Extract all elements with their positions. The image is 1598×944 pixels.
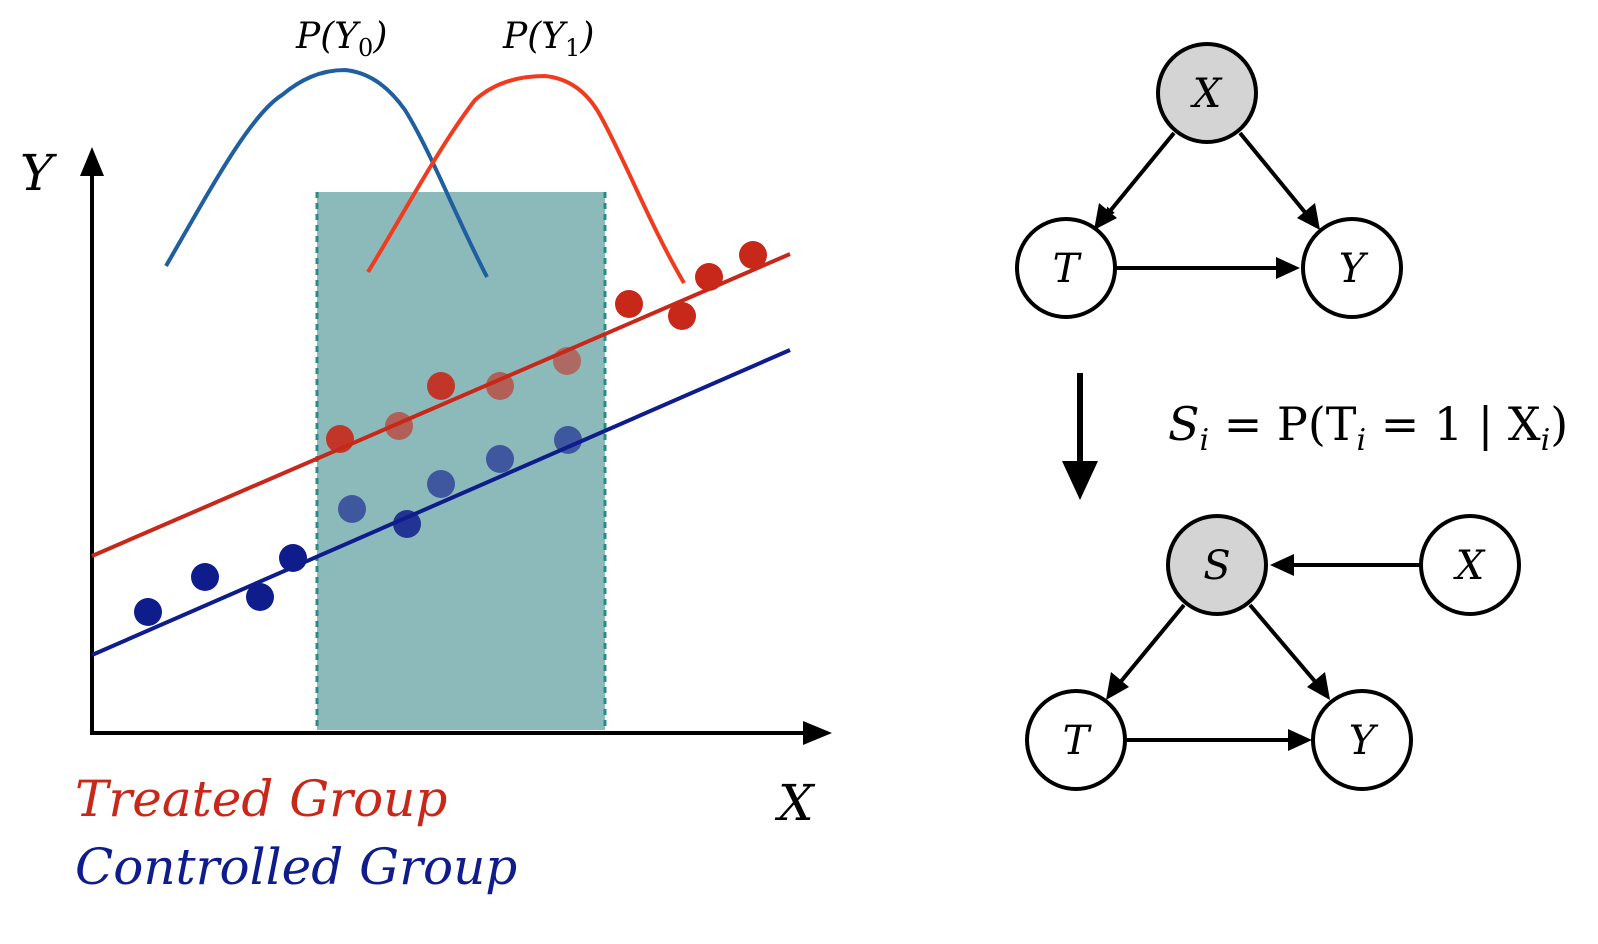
node-t-top — [1015, 217, 1117, 319]
treated-point — [486, 372, 514, 400]
controlled-point — [427, 470, 455, 498]
edge-x-to-y — [1238, 131, 1310, 218]
node-x-bottom-label: X — [1453, 543, 1486, 589]
y-axis-arrowhead — [80, 147, 104, 176]
causal-diagram-bottom: S X T Y — [1025, 514, 1521, 791]
controlled-point — [279, 544, 307, 572]
controlled-regression-line — [91, 348, 791, 657]
node-x-bottom — [1419, 514, 1521, 616]
treated-point — [385, 412, 413, 440]
treated-point — [695, 263, 723, 291]
edge-x-to-t — [1104, 131, 1176, 218]
node-t-bottom — [1025, 689, 1127, 791]
node-y-top-label: Y — [1339, 246, 1369, 292]
node-t-bottom-label: T — [1063, 718, 1093, 764]
treated-points — [326, 241, 767, 453]
legend-treated: Treated Group — [75, 770, 448, 828]
node-x-top — [1156, 42, 1258, 144]
controlled-point — [246, 583, 274, 611]
treated-point — [553, 347, 581, 375]
node-x-top-label: X — [1190, 71, 1223, 117]
node-t-top-label: T — [1053, 246, 1083, 292]
controlled-point — [554, 426, 582, 454]
controlled-point — [486, 445, 514, 473]
x-axis-arrowhead — [803, 721, 832, 745]
treated-point — [739, 241, 767, 269]
distribution-y1-curve — [366, 73, 686, 285]
arrowhead-t-to-y — [1276, 257, 1300, 279]
treated-point — [668, 302, 696, 330]
node-s — [1166, 514, 1268, 616]
arrowhead-tb-to-yb — [1288, 729, 1312, 751]
distribution-y0-label: P(Y0) — [295, 16, 387, 62]
node-y-bottom — [1311, 689, 1413, 791]
distribution-y0-curve — [164, 67, 489, 278]
causal-diagram-top: X T Y — [1015, 42, 1403, 319]
transform-arrowhead — [1062, 461, 1098, 500]
arrowhead-x-to-y — [1297, 203, 1320, 230]
node-s-label: S — [1203, 543, 1230, 589]
edge-s-to-t — [1116, 603, 1186, 687]
controlled-point — [134, 598, 162, 626]
overlap-region — [317, 192, 605, 730]
propensity-score-formula: Si = P(Ti = 1 | Xi) — [1168, 397, 1568, 458]
controlled-point — [191, 563, 219, 591]
arrowhead-s-to-t — [1106, 672, 1129, 700]
legend-controlled: Controlled Group — [75, 838, 518, 896]
arrowhead-xb-to-s — [1270, 554, 1294, 576]
arrowhead-s-to-y — [1307, 672, 1330, 700]
x-axis-label: X — [774, 774, 816, 832]
edge-s-to-y — [1248, 603, 1320, 687]
treated-regression-line — [91, 252, 791, 558]
treated-point — [326, 425, 354, 453]
controlled-point — [393, 510, 421, 538]
controlled-points — [134, 426, 582, 626]
arrowhead-x-to-t — [1094, 203, 1117, 230]
controlled-point — [338, 495, 366, 523]
y-axis-label: Y — [20, 144, 57, 202]
distribution-y1-label: P(Y1) — [502, 16, 594, 62]
node-y-bottom-label: Y — [1349, 718, 1379, 764]
treated-point — [615, 290, 643, 318]
node-y-top — [1301, 217, 1403, 319]
treated-point — [427, 372, 455, 400]
